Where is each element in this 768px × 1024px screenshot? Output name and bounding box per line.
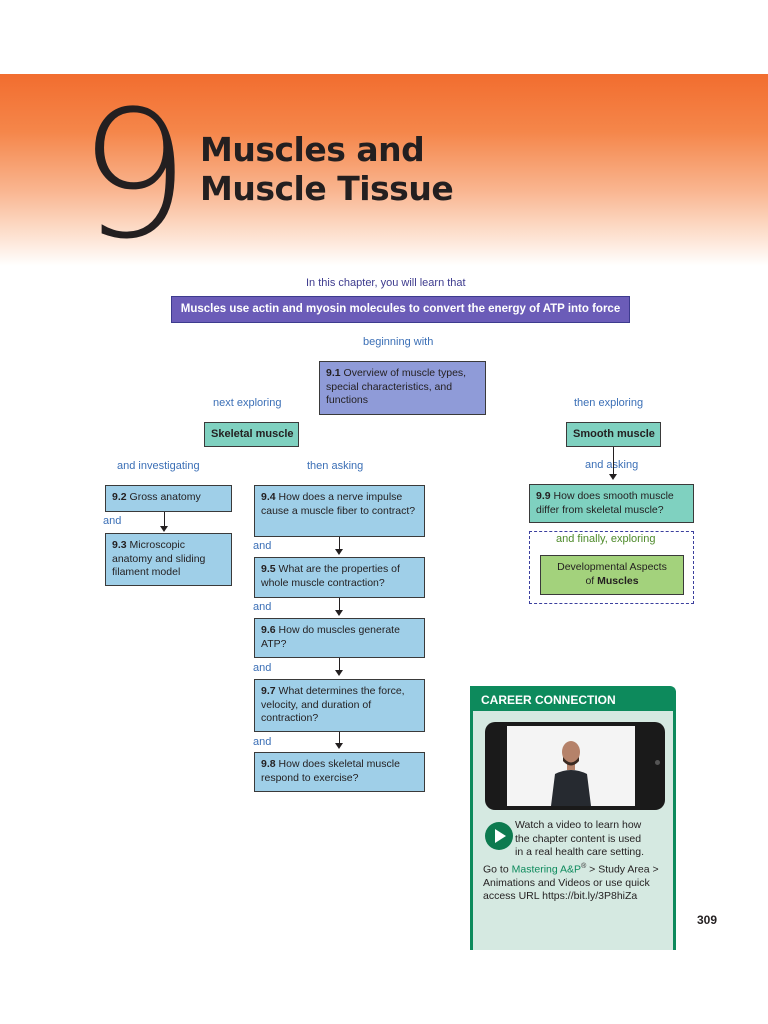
video-screen xyxy=(507,726,635,806)
section-number: 9.7 xyxy=(261,685,276,697)
phone-camera-dot xyxy=(655,760,660,765)
label-and-asking: and asking xyxy=(585,459,639,471)
goto-text: Go to xyxy=(483,863,509,875)
section-text: What are the properties of whole muscle … xyxy=(261,563,400,589)
arrow-head xyxy=(335,743,343,749)
arrow-line xyxy=(339,732,340,744)
section-number: 9.2 xyxy=(112,491,127,503)
mastering-link[interactable]: Mastering A&P xyxy=(511,863,582,875)
section-9-4-box: 9.4 How does a nerve impulse cause a mus… xyxy=(254,485,425,537)
page-number: 309 xyxy=(697,913,718,927)
career-line6: access URL https://bit.ly/3P8hiZa xyxy=(483,890,638,902)
arrow-line xyxy=(164,512,165,528)
section-9-2-box: 9.2 Gross anatomy xyxy=(105,485,232,512)
label-and-finally-exploring: and finally, exploring xyxy=(556,533,656,545)
section-number: 9.4 xyxy=(261,491,276,503)
career-line3: in a real health care setting. xyxy=(515,846,644,858)
section-text: How does skeletal muscle respond to exer… xyxy=(261,758,400,784)
section-number: 9.6 xyxy=(261,624,276,636)
label-then-asking: then asking xyxy=(307,460,364,472)
label-next-exploring: next exploring xyxy=(213,397,282,409)
career-line1: Watch a video to learn how xyxy=(515,819,642,831)
arrow-line xyxy=(339,658,340,671)
section-text: Gross anatomy xyxy=(129,491,201,503)
career-goto-line: Go to Mastering A&P® > Study Area > xyxy=(483,860,673,877)
label-and: and xyxy=(253,540,272,552)
section-text: What determines the force, velocity, and… xyxy=(261,685,405,724)
chapter-banner xyxy=(0,74,768,266)
label-and: and xyxy=(253,662,272,674)
arrow-head xyxy=(335,610,343,616)
section-number: 9.8 xyxy=(261,758,276,770)
label-and-investigating: and investigating xyxy=(117,460,200,472)
section-number: 9.5 xyxy=(261,563,276,575)
main-idea-box: Muscles use actin and myosin molecules t… xyxy=(171,296,630,323)
section-9-7-box: 9.7 What determines the force, velocity,… xyxy=(254,679,425,732)
skeletal-muscle-box: Skeletal muscle xyxy=(204,422,299,447)
map-intro: In this chapter, you will learn that xyxy=(306,277,466,289)
label-and: and xyxy=(253,601,272,613)
play-icon[interactable] xyxy=(485,822,513,850)
label-beginning-with: beginning with xyxy=(363,336,434,348)
section-text: How do muscles generate ATP? xyxy=(261,624,400,650)
section-9-5-box: 9.5 What are the properties of whole mus… xyxy=(254,557,425,598)
section-number: 9.3 xyxy=(112,539,127,551)
chapter-title: Muscles and Muscle Tissue xyxy=(200,130,454,208)
section-number: 9.1 xyxy=(326,367,341,379)
arrow-head xyxy=(160,526,168,532)
dev-line1: Developmental Aspects xyxy=(557,561,667,573)
label-then-exploring: then exploring xyxy=(574,397,644,409)
section-text: How does a nerve impulse cause a muscle … xyxy=(261,491,416,517)
chapter-title-line1: Muscles and xyxy=(200,130,425,169)
developmental-aspects-box: Developmental Aspects of Muscles xyxy=(540,555,684,595)
arrow-line xyxy=(339,537,340,550)
section-9-1-box: 9.1 Overview of muscle types, special ch… xyxy=(319,361,486,415)
smooth-muscle-box: Smooth muscle xyxy=(566,422,661,447)
developmental-aspects-frame xyxy=(529,531,694,604)
section-9-3-box: 9.3 Microscopic anatomy and sliding fila… xyxy=(105,533,232,586)
chapter-title-line2: Muscle Tissue xyxy=(200,169,454,208)
registered-mark: ® xyxy=(581,862,587,870)
career-text: Watch a video to learn how the chapter c… xyxy=(483,819,673,904)
section-text: How does smooth muscle differ from skele… xyxy=(536,490,674,516)
label-and: and xyxy=(103,515,122,527)
section-text: Microscopic anatomy and sliding filament… xyxy=(112,539,206,578)
career-line5: Animations and Videos or use quick xyxy=(483,876,650,889)
arrow-line xyxy=(613,447,614,475)
arrow-head xyxy=(609,474,617,480)
section-number: 9.9 xyxy=(536,490,551,502)
label-and: and xyxy=(253,736,272,748)
arrow-head xyxy=(335,549,343,555)
career-connection-heading: CAREER CONNECTION xyxy=(473,689,673,711)
video-thumbnail[interactable] xyxy=(485,722,665,810)
section-9-8-box: 9.8 How does skeletal muscle respond to … xyxy=(254,752,425,792)
section-text: Overview of muscle types, special charac… xyxy=(326,367,467,406)
career-line2: the chapter content is used xyxy=(515,832,642,845)
dev-line2: of Muscles xyxy=(547,575,677,589)
chapter-number: 9 xyxy=(78,73,190,278)
person-figure xyxy=(507,726,635,806)
arrow-line xyxy=(339,598,340,611)
career-connection-panel: CAREER CONNECTION Watch a video to learn… xyxy=(470,686,676,950)
section-9-9-box: 9.9 How does smooth muscle differ from s… xyxy=(529,484,694,523)
goto-rest: > Study Area > xyxy=(589,863,659,875)
dev-of: of xyxy=(585,574,595,587)
dev-muscles: Muscles xyxy=(597,574,639,587)
arrow-head xyxy=(335,670,343,676)
section-9-6-box: 9.6 How do muscles generate ATP? xyxy=(254,618,425,658)
